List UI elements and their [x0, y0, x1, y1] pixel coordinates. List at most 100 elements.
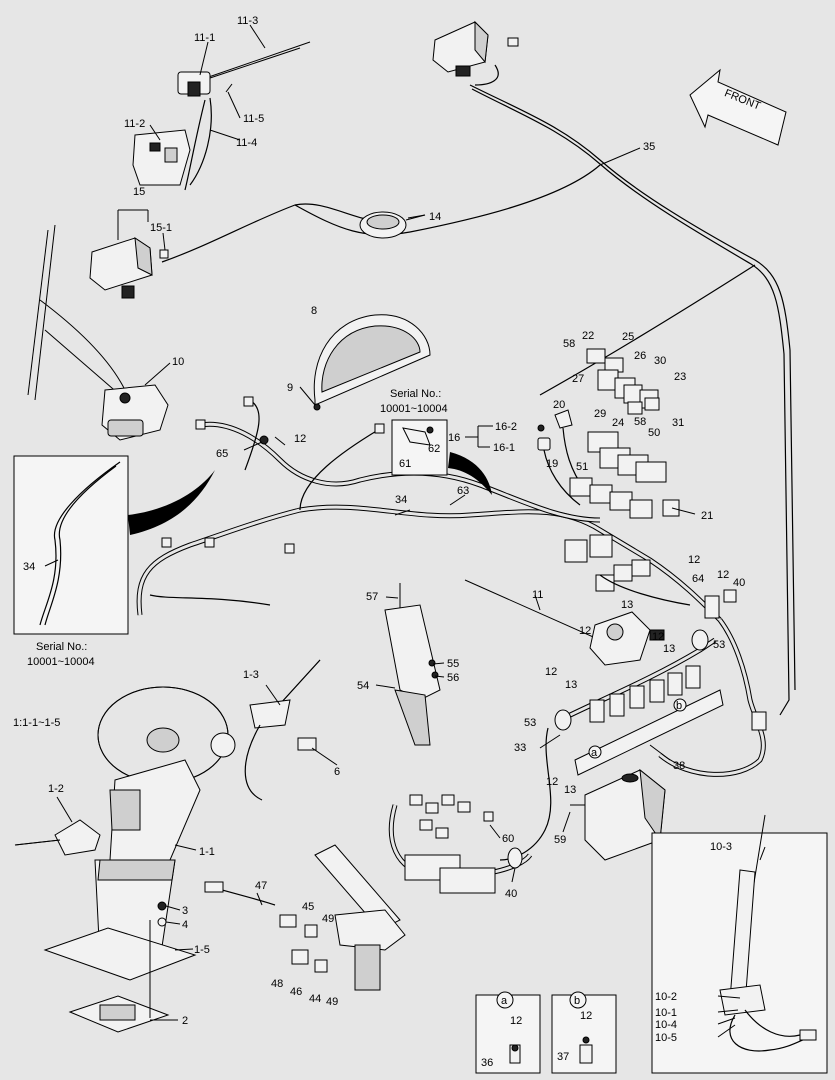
- label-10-2: 10-2: [655, 991, 677, 1003]
- label-1-2: 1-2: [48, 783, 64, 795]
- serial-inset-line2: 10001~10004: [27, 656, 95, 668]
- label-11-2: 11-2: [124, 118, 145, 130]
- label-3: 3: [182, 905, 188, 917]
- label-53a: 53: [713, 639, 725, 651]
- label-8: 8: [311, 305, 317, 317]
- serial-top-line2: 10001~10004: [380, 403, 448, 415]
- label-12i: 12: [580, 1010, 592, 1022]
- label-2: 2: [182, 1015, 188, 1027]
- label-27: 27: [572, 373, 584, 385]
- serial-top-line1: Serial No.:: [390, 388, 441, 400]
- label-51: 51: [576, 461, 588, 473]
- label-12h: 12: [510, 1015, 522, 1027]
- pedal-sensor-assembly: [204, 844, 406, 991]
- washer-tank: [570, 768, 666, 861]
- detail-b-marker: b: [574, 995, 580, 1007]
- serial-detail-box: [391, 419, 448, 476]
- label-11-4: 11-4: [236, 137, 257, 149]
- label-13d: 13: [564, 784, 576, 796]
- right-bottom-inset: [651, 814, 828, 1074]
- label-46: 46: [290, 986, 302, 998]
- label-16-2: 16-2: [495, 421, 517, 433]
- label-31: 31: [672, 417, 684, 429]
- label-11-3: 11-3: [237, 15, 258, 27]
- floor-harness-40: [388, 794, 533, 894]
- label-10-1: 10-1: [655, 1007, 677, 1019]
- ratio-note: 1:1-1~1-5: [13, 717, 60, 729]
- label-15: 15: [133, 186, 145, 198]
- label-45: 45: [302, 901, 314, 913]
- label-55: 55: [447, 658, 459, 670]
- label-61: 61: [399, 458, 411, 470]
- roof-work-lamp: [432, 20, 519, 86]
- label-40a: 40: [733, 577, 745, 589]
- label-13c: 13: [565, 679, 577, 691]
- label-13b: 13: [663, 643, 675, 655]
- label-1-1: 1-1: [199, 846, 215, 858]
- connector-strip-53: [499, 629, 724, 861]
- label-57: 57: [366, 591, 378, 603]
- front-direction-arrow: FRONT: [689, 68, 787, 146]
- label-22: 22: [582, 330, 594, 342]
- leader-lines: [44, 24, 766, 1038]
- label-47: 47: [255, 880, 267, 892]
- roof-wire-harness-35: [161, 84, 796, 716]
- relay-cluster: [586, 348, 660, 415]
- label-10: 10: [172, 356, 184, 368]
- detail-a-box: [475, 991, 541, 1074]
- label-48: 48: [271, 978, 283, 990]
- label-12e: 12: [652, 631, 664, 643]
- label-54: 54: [357, 680, 369, 692]
- label-23: 23: [674, 371, 686, 383]
- label-49b: 49: [326, 996, 338, 1008]
- instrument-cluster-8: [313, 314, 431, 411]
- label-29: 29: [594, 408, 606, 420]
- label-44: 44: [309, 993, 321, 1005]
- label-33: 33: [514, 742, 526, 754]
- label-12b: 12: [688, 554, 700, 566]
- label-58a: 58: [563, 338, 575, 350]
- rear-wiper-assembly-11: [132, 41, 311, 191]
- lever-1-3: [244, 659, 321, 801]
- label-38: 38: [673, 760, 685, 772]
- label-11-5: 11-5: [243, 113, 264, 125]
- label-11-1: 11-1: [194, 32, 215, 44]
- detail-b-box: [551, 991, 617, 1074]
- label-12c: 12: [717, 569, 729, 581]
- label-56: 56: [447, 672, 459, 684]
- label-58b: 58: [634, 416, 646, 428]
- label-12d: 12: [579, 625, 591, 637]
- detail-a-marker: a: [501, 995, 508, 1007]
- label-62: 62: [428, 443, 440, 455]
- label-10-3: 10-3: [710, 841, 732, 853]
- label-26: 26: [634, 350, 646, 362]
- label-65: 65: [216, 448, 228, 460]
- bracket-54: [384, 583, 441, 746]
- label-60: 60: [502, 833, 514, 845]
- label-4: 4: [182, 919, 188, 931]
- label-36: 36: [481, 1057, 493, 1069]
- label-14: 14: [429, 211, 441, 223]
- label-13a: 13: [621, 599, 633, 611]
- front-work-lamp-15: [89, 209, 169, 299]
- label-30: 30: [654, 355, 666, 367]
- label-49a: 49: [322, 913, 334, 925]
- label-59: 59: [554, 834, 566, 846]
- label-12g: 12: [546, 776, 558, 788]
- label-50: 50: [648, 427, 660, 439]
- relay-box-50: [569, 431, 680, 519]
- label-12f: 12: [545, 666, 557, 678]
- label-24: 24: [612, 417, 624, 429]
- harness-right-side: [564, 534, 767, 777]
- label-25: 25: [622, 331, 634, 343]
- label-34-inset: 34: [23, 561, 35, 573]
- serial-inset-line1: Serial No.:: [36, 641, 87, 653]
- label-11: 11: [532, 589, 543, 601]
- label-64: 64: [692, 573, 704, 585]
- label-35: 35: [643, 141, 655, 153]
- label-53b: 53: [524, 717, 536, 729]
- connectors-16: [465, 409, 586, 506]
- label-19: 19: [546, 458, 558, 470]
